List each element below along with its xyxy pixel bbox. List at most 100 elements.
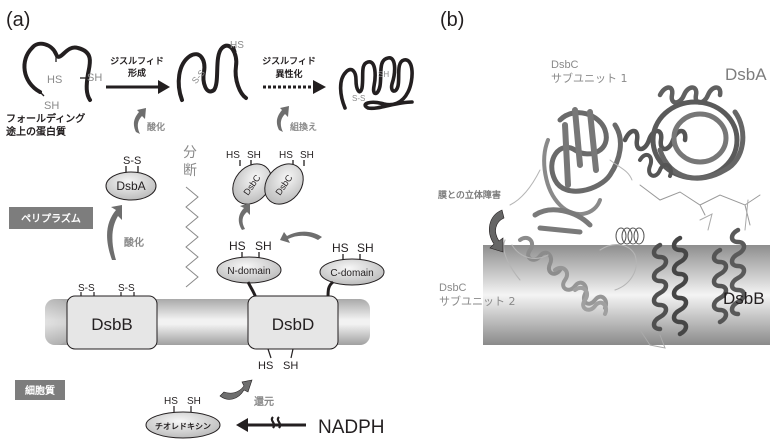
thiol-label: HS: [230, 40, 244, 51]
loop: [509, 159, 633, 206]
dsbd-name: DsbD: [272, 315, 315, 334]
disulfide-formation-arrow: ジスルフィド 形成: [106, 56, 170, 94]
ribbon-core: [671, 111, 729, 165]
dsba-structure-label: DsbA: [725, 65, 767, 84]
thiol-label: HS: [229, 239, 246, 253]
native-chain: [338, 56, 414, 111]
disulfide-isomerization-label-line1: ジスルフィド: [262, 56, 316, 67]
dsbb-name: DsbB: [91, 315, 133, 334]
ribbon-helix: [553, 265, 608, 310]
membrane-end-cap: [45, 299, 67, 345]
loop: [503, 239, 637, 291]
reduction-label: 還元: [254, 395, 274, 408]
cytoplasm-label-box: [15, 380, 65, 400]
dsbb-structure-label: DsbB: [723, 289, 765, 308]
curved-arrow-icon: [219, 379, 253, 400]
thiol-label: SH: [187, 396, 201, 407]
thiol-label: HS: [279, 150, 293, 161]
folding-protein: HS SH SH フォールディング 途上の蛋白質: [6, 41, 102, 138]
n-domain-name: N-domain: [227, 266, 270, 277]
ribbon-strand: [532, 207, 593, 235]
intermediate-protein: S-S HS: [176, 40, 248, 102]
folding-caption-line2: 途上の蛋白質: [6, 125, 66, 138]
curved-arrow-icon: [280, 231, 322, 243]
thiol-stub: [267, 348, 272, 359]
thiol-label: SH: [357, 241, 374, 255]
ribbon-strand: [562, 107, 599, 188]
thiol-label: SH: [44, 100, 59, 112]
split-label-2: 断: [183, 163, 197, 179]
thiol-label: SH: [255, 239, 272, 253]
thiol-label: SH: [283, 360, 298, 372]
curved-arrow-icon: [133, 108, 146, 134]
dsbc-dimer: HS SH HS SH DsbC DsbC: [226, 150, 314, 205]
thiol-stub: [233, 45, 237, 53]
helix-turn: [615, 227, 627, 245]
loop: [639, 184, 761, 226]
native-protein: S-S SH: [338, 56, 414, 111]
curved-arrow-icon: [238, 203, 250, 230]
panel-a: (a) HS SH SH フォールディング 途上の蛋白質 ジスルフィド 形成 S…: [6, 9, 414, 439]
c-domain: HS SH C-domain: [319, 241, 385, 299]
helix-turn: [621, 227, 633, 245]
dsbc-subunit-1-label-line2: サブユニット 1: [551, 71, 628, 85]
thioredoxin-ellipse: [145, 411, 221, 439]
nadph-label: NADPH: [318, 417, 385, 438]
dsbc-subunit-2-structure: [503, 207, 637, 316]
thiol-stub: [39, 91, 45, 97]
thiol-label: HS: [226, 150, 240, 161]
dsbc-subunit-1-ellipse: [232, 163, 272, 205]
thiol-label: SH: [247, 150, 261, 161]
thiol-label: HS: [332, 241, 349, 255]
nadph-arrow: NADPH: [236, 416, 385, 438]
thiol-label: SH: [300, 150, 314, 161]
oxidation-label: 酸化: [124, 236, 144, 249]
disulfide-label: S-S: [123, 155, 141, 167]
panel-b: (b): [437, 9, 770, 349]
ribbon-helix: [711, 247, 729, 325]
thiol-label: HS: [164, 396, 178, 407]
panel-b-label: (b): [440, 9, 464, 31]
rearrangement-label: 組換え: [290, 121, 317, 133]
arrow-head-icon: [313, 80, 326, 94]
dsbc-subunit-2-label-line1: DsbC: [439, 282, 467, 294]
dsbb-structure: [639, 199, 749, 349]
disulfide-label: S-S: [352, 94, 365, 103]
dsbc-subunit-1-label-line1: DsbC: [551, 59, 579, 71]
thiol-stub: [290, 348, 294, 359]
folding-caption-line1: フォールディング: [6, 112, 85, 125]
dsbc-subunit-2-label-line2: サブユニット 2: [439, 294, 516, 308]
thioredoxin: HS SH チオレドキシン: [145, 396, 221, 439]
c-domain-name: C-domain: [330, 268, 373, 279]
ribbon-helix: [671, 235, 689, 337]
ribbon-helix: [638, 152, 673, 178]
dsba-ellipse: [105, 171, 157, 201]
dsbd: DsbD HS SH: [247, 295, 339, 372]
thiol-label: HS: [47, 74, 62, 86]
helix-turn: [633, 227, 645, 245]
disulfide-isomerization-arrow: ジスルフィド 異性化: [262, 56, 326, 94]
dsba-name: DsbA: [116, 179, 145, 193]
disulfide-formation-label-line2: 形成: [128, 67, 146, 79]
oxidation-label: 酸化: [147, 121, 165, 133]
n-domain: HS SH N-domain: [216, 239, 282, 299]
break-mark-icon: [270, 416, 282, 429]
ribbon-strand: [542, 138, 602, 216]
curved-arrow-icon: [276, 106, 289, 132]
disulfide-formation-label-line1: ジスルフィド: [110, 56, 164, 67]
dsbc-subunit-1-structure: [509, 107, 633, 216]
ribbon-helix: [518, 235, 562, 276]
split-label-1: 分: [183, 145, 197, 161]
dsba-structure: [622, 85, 761, 226]
dsba: S-S DsbA: [105, 155, 157, 201]
dsbb: S-S S-S DsbB: [66, 283, 158, 350]
linker-helix: [615, 227, 645, 245]
ribbon-helix: [573, 285, 608, 316]
cytoplasm-label: 細胞質: [25, 384, 55, 397]
ribbon-helix: [657, 85, 723, 105]
thiol-label: SH: [378, 70, 389, 79]
disulfide-label: S-S: [118, 283, 135, 294]
ribbon-strand: [657, 109, 746, 181]
thioredoxin-name: チオレドキシン: [155, 422, 211, 431]
